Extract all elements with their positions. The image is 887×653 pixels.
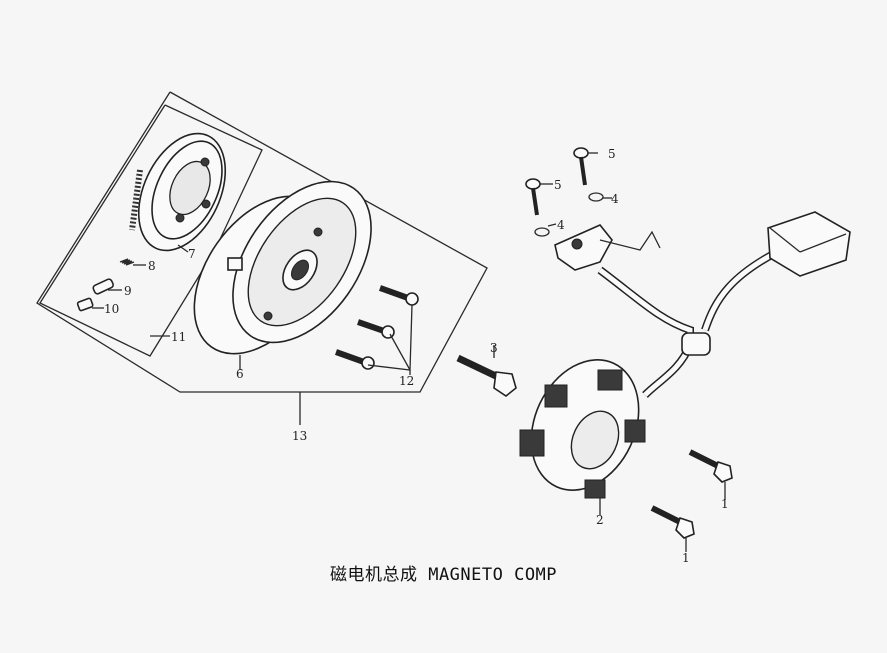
screw-part-5-lower bbox=[525, 178, 541, 216]
callout-1-upper: 1 bbox=[721, 497, 729, 511]
callout-12: 12 bbox=[399, 374, 414, 388]
bolt-part-3 bbox=[456, 354, 517, 397]
flywheel-part-6 bbox=[193, 180, 372, 355]
screw-part-5-upper bbox=[573, 147, 589, 186]
diagram-caption: 磁电机总成 MAGNETO COMP bbox=[329, 565, 558, 585]
leader-lines bbox=[92, 152, 726, 552]
callout-11: 11 bbox=[171, 330, 186, 344]
spring-part-8 bbox=[119, 258, 135, 266]
callout-8: 8 bbox=[148, 259, 156, 273]
callout-7: 7 bbox=[188, 247, 196, 261]
starter-clutch-part-7 bbox=[129, 132, 227, 252]
cap-part-10 bbox=[76, 297, 94, 312]
callout-9: 9 bbox=[124, 284, 132, 298]
washer-part-4-upper bbox=[588, 192, 604, 202]
washer-part-4-lower bbox=[534, 227, 550, 237]
callout-5-upper: 5 bbox=[608, 147, 616, 161]
callout-6: 6 bbox=[236, 367, 244, 381]
callout-10: 10 bbox=[104, 302, 119, 316]
callout-1-lower: 1 bbox=[682, 551, 690, 565]
callout-4-upper: 4 bbox=[611, 192, 619, 206]
assembly-11-outline bbox=[39, 104, 263, 357]
callout-3: 3 bbox=[490, 341, 498, 355]
bolt-part-1-lower bbox=[650, 505, 695, 539]
callout-5-lower: 5 bbox=[554, 178, 562, 192]
connector bbox=[767, 211, 851, 277]
callout-13: 13 bbox=[292, 429, 307, 443]
pulser-coil bbox=[554, 224, 661, 271]
bolts-part-12 bbox=[334, 285, 419, 370]
bolt-part-1-upper bbox=[688, 449, 733, 483]
wire-harness bbox=[597, 244, 787, 398]
stator-part-2 bbox=[519, 359, 646, 499]
callout-4-lower: 4 bbox=[557, 218, 565, 232]
callout-2: 2 bbox=[596, 513, 604, 527]
roller-part-9 bbox=[92, 278, 114, 295]
